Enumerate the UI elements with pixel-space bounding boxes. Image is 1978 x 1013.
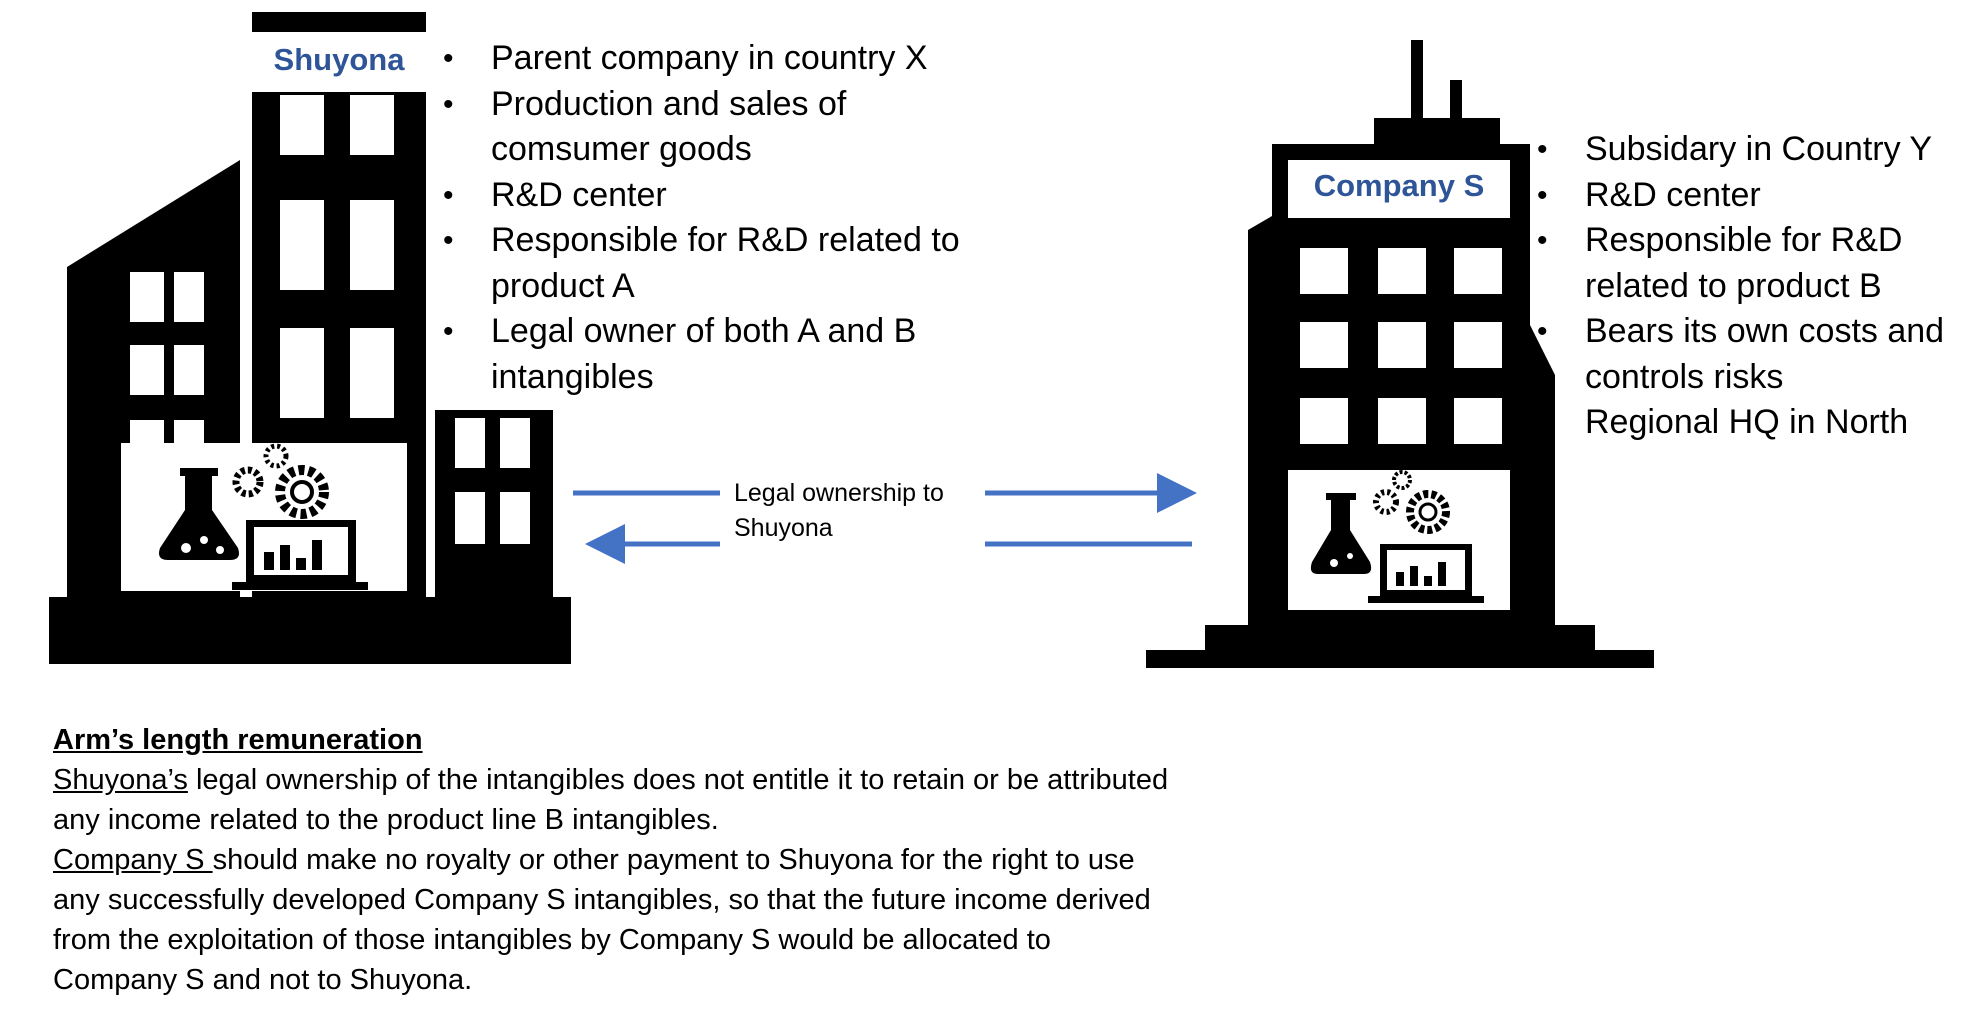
shuyona-bullet-item: R&D center [443,173,1003,219]
arrow-label: Legal ownership to Shuyona [734,476,974,546]
shuyona-bullet-continuation: comsumer goods [491,130,752,168]
shuyona-bullet-continuation: intangibles [491,357,654,396]
company-s-bullet-continuation: controls risks [1585,357,1784,396]
company-s-bullet-item: Bears its own costs and [1537,309,1977,355]
company-s-lab-icon [1310,470,1484,603]
paragraph-1-body: legal ownership of the intangibles does … [53,764,1169,836]
shuyona-bullet-continuation: product A [491,266,635,305]
shuyona-description-list: Parent company in country X Production a… [443,36,1003,400]
shuyona-bullet-item: Parent company in country X [443,36,1003,82]
paragraph-2-body: should make no royalty or other payment … [53,844,1151,996]
shuyona-windows [121,32,530,591]
company-s-bullet-continuation: related to product B [1585,266,1882,305]
ownership-arrows [573,473,1197,564]
shuyona-bullet-item: Legal owner of both A and B [443,309,1003,355]
arrow-label-line: Legal ownership to [734,479,944,507]
company-s-windows [1288,160,1510,610]
company-s-label: Company S [1313,168,1485,203]
shuyona-bullet-item: Responsible for R&D related to [443,218,1003,264]
remuneration-paragraph-2: Company S should make no royalty or othe… [53,840,1173,1000]
shuyona-label: Shuyona [273,42,405,77]
arrow-label-line: Shuyona [734,514,833,542]
shuyona-lab-icon [159,443,368,590]
company-s-description-list: Subsidary in Country Y R&D center Respon… [1537,127,1977,446]
company-s-bullet-item: Responsible for R&D [1537,218,1977,264]
shuyona-subject: Shuyona’s [53,764,188,796]
company-s-subject: Company S [53,844,213,876]
shuyona-bullet-item: Production and sales of [443,82,1003,128]
remuneration-paragraph-1: Shuyona’s legal ownership of the intangi… [53,760,1173,840]
remuneration-heading: Arm’s length remuneration [53,724,423,756]
remuneration-text-block: Arm’s length remuneration Shuyona’s lega… [53,720,1173,1000]
company-s-bullet-item: R&D center [1537,173,1977,219]
company-s-bullet-item: Subsidary in Country Y [1537,127,1977,173]
company-s-bullet-continuation: Regional HQ in North [1585,403,1909,441]
